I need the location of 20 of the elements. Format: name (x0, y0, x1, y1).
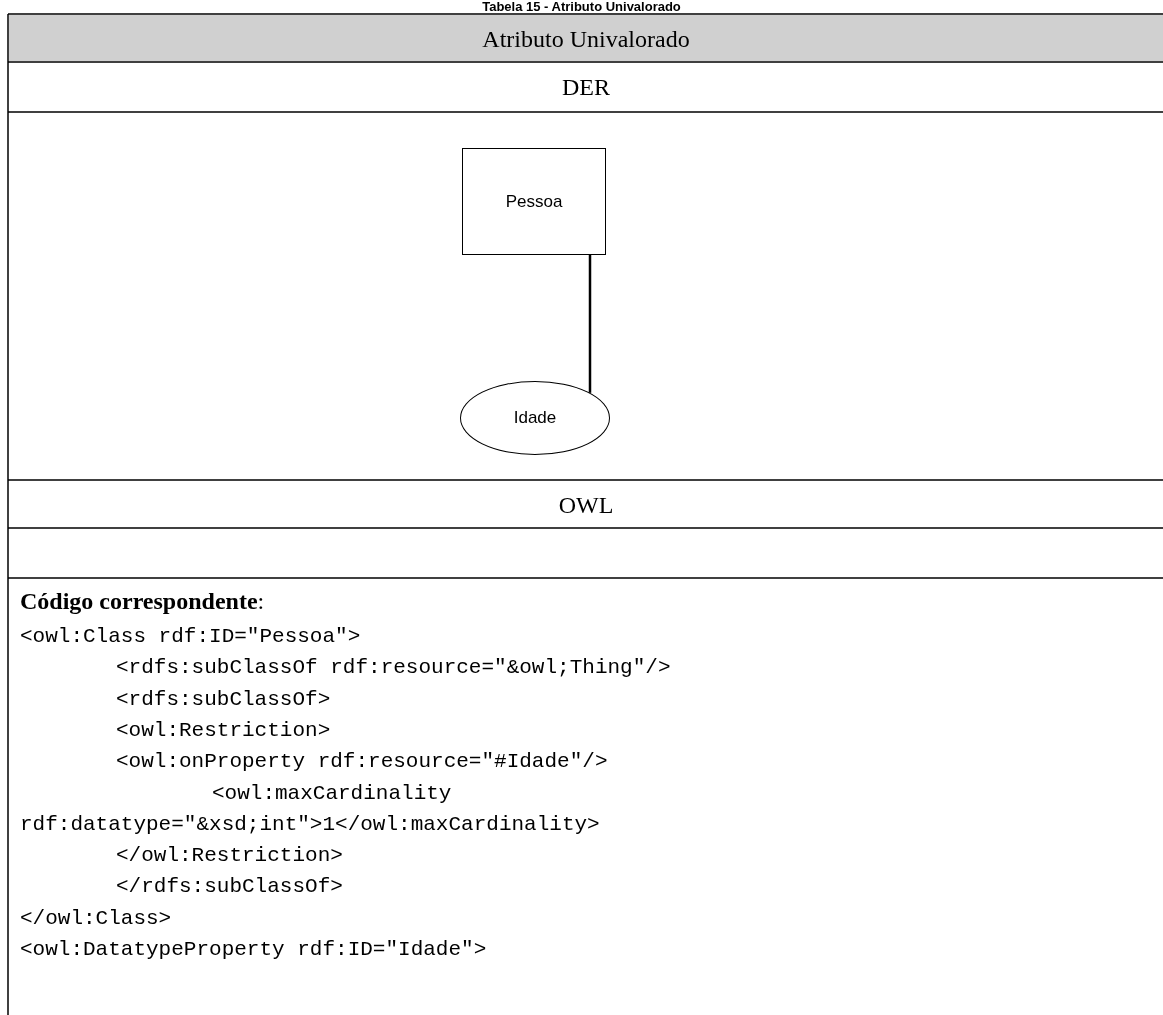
code-line: <owl:DatatypeProperty rdf:ID="Idade"> (20, 937, 488, 963)
code-line: </owl:Restriction> (116, 843, 344, 870)
section-heading: OWL (557, 491, 615, 520)
node-label: Idade (513, 408, 557, 428)
code-line: <rdfs:subClassOf rdf:resource="&owl;Thing"/> (116, 655, 672, 682)
code-line: <owl:Restriction> (116, 717, 332, 744)
code-line: </rdfs:subClassOf> (116, 874, 344, 901)
code-line: <rdfs:subClassOf> (116, 686, 332, 713)
code-line: <owl:onProperty rdf:resource="#Idade"/> (116, 749, 609, 776)
code-line: <owl:maxCardinality (212, 780, 453, 807)
entity-box (462, 148, 606, 255)
code-line: <owl:Class rdf:ID="Pessoa"> (20, 624, 362, 650)
connector-line (588, 255, 592, 393)
code-caption: Código correspondente: (20, 587, 265, 616)
section-heading: DER (561, 73, 611, 102)
table-header: Atributo Univalorado (9, 15, 1163, 61)
node-label: Pessoa (505, 191, 563, 212)
table-title: Tabela 15 - Atributo Univalorado (481, 0, 682, 14)
code-line: rdf:datatype="&xsd;int">1</owl:maxCardinality> (20, 811, 601, 838)
code-line: </owl:Class> (20, 905, 173, 932)
